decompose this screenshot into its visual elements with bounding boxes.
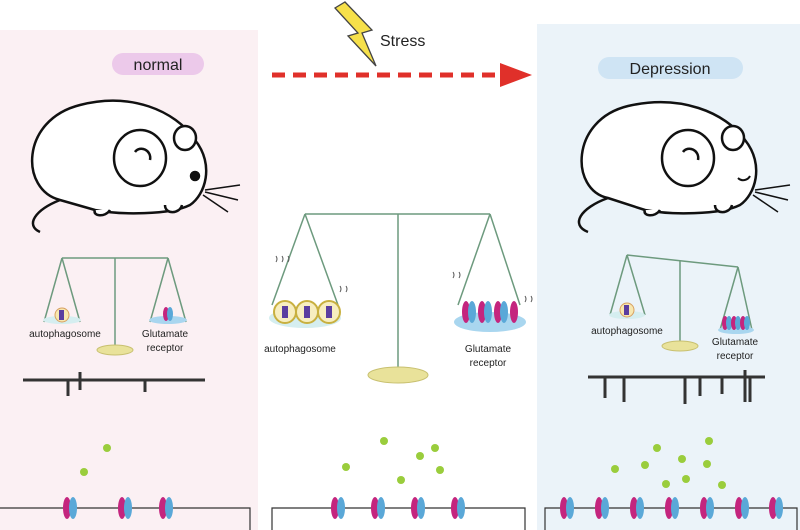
stress-balance-base: [367, 366, 429, 384]
stress-autophagosomes: [273, 300, 341, 324]
depression-pan-receptors: [722, 316, 750, 330]
glutamate-receptor: [371, 497, 385, 519]
depression-panel-bg: [537, 24, 800, 530]
depression-autophagosome-label: autophagosome: [591, 326, 663, 337]
glutamate-receptor: [560, 497, 574, 519]
normal-right-pan: [149, 316, 187, 324]
glutamate-receptor: [63, 497, 77, 519]
normal-mouse: [30, 99, 241, 234]
depression-electrophysiology-trace: [588, 370, 765, 404]
glutamate-receptor: [451, 497, 465, 519]
stress-glutamate-label-1: Glutamate: [465, 344, 512, 355]
normal-glutamate-label-2: receptor: [147, 343, 184, 354]
normal-label: normal: [134, 57, 183, 74]
lightning-bolt-icon: [333, 1, 377, 67]
glutamate-dots: [80, 437, 726, 489]
glutamate-receptor: [769, 497, 783, 519]
glutamate-receptor: [630, 497, 644, 519]
depression-balance: [609, 254, 753, 345]
glutamate-receptor: [595, 497, 609, 519]
depression-pill: [598, 57, 743, 79]
depression-label: Depression: [630, 61, 711, 78]
glutamate-receptor: [665, 497, 679, 519]
normal-electrophysiology-trace: [23, 372, 205, 396]
glutamate-receptor: [735, 497, 749, 519]
normal-pill: [112, 53, 204, 75]
glutamate-receptor: [331, 497, 345, 519]
normal-glutamate-label-1: Glutamate: [142, 329, 189, 340]
glutamate-receptor: [700, 497, 714, 519]
stress-pan-receptors: [462, 301, 518, 323]
wiggle-motion-marks: [275, 255, 533, 303]
depression-mouse: [577, 101, 791, 234]
depression-receptor-in-autophagosome: [624, 305, 629, 315]
membrane-receptors: [63, 497, 783, 519]
depression-balance-base: [661, 340, 699, 352]
glutamate-receptor: [159, 497, 173, 519]
stress-arrow-head: [500, 63, 532, 87]
normal-autophagosome-label: autophagosome: [29, 329, 101, 340]
glutamate-receptor: [411, 497, 425, 519]
normal-balance: [43, 257, 187, 346]
normal-pan-receptor-icon: [163, 307, 173, 321]
stress-label: Stress: [380, 33, 425, 50]
depression-glutamate-label-2: receptor: [717, 351, 754, 362]
stress-glutamate-label-2: receptor: [470, 358, 507, 369]
normal-balance-base: [96, 344, 134, 356]
glutamate-receptor: [118, 497, 132, 519]
receptor-in-autophagosome: [59, 310, 64, 320]
depression-glutamate-label-1: Glutamate: [712, 337, 759, 348]
stress-autophagosome-label: autophagosome: [264, 344, 336, 355]
